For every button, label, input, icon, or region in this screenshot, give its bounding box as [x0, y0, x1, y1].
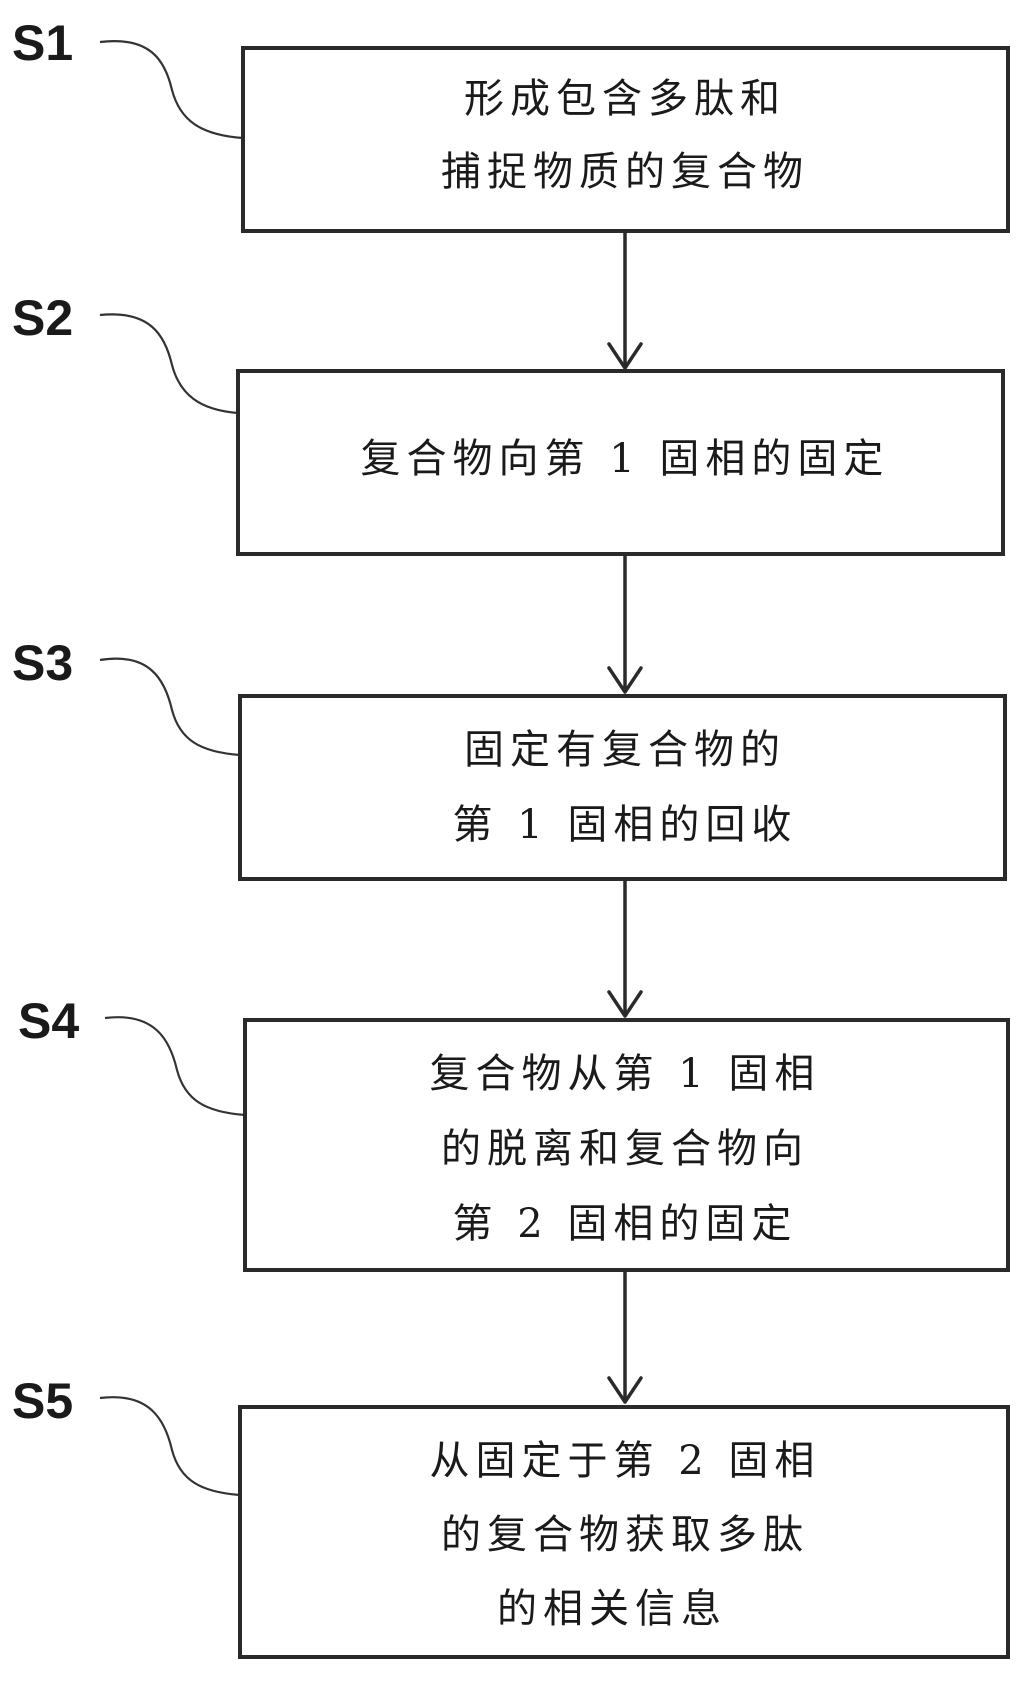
step-s5: S5 从固定于第 2 固相 的复合物获取多肽 的相关信息	[12, 1373, 1010, 1659]
step-s4: S4 复合物从第 1 固相 的脱离和复合物向 第 2 固相的固定	[18, 993, 1010, 1272]
arrow-s2-to-s3	[607, 554, 643, 694]
leader-line-s2	[99, 313, 239, 415]
arrow-s1-to-s2	[607, 231, 643, 370]
step-text-s4-line-1: 复合物从第 1 固相	[430, 1051, 821, 1097]
step-s2: S2 复合物向第 1 固相的固定	[12, 290, 1005, 556]
step-label-s4: S4	[18, 993, 79, 1049]
step-box-s1	[241, 46, 1010, 233]
step-box-s4	[243, 1018, 1010, 1272]
step-text-s4-line-2: 的脱离和复合物向	[441, 1126, 809, 1172]
step-text-s4-line-3: 第 2 固相的固定	[453, 1201, 798, 1247]
step-label-s2: S2	[12, 290, 73, 346]
leader-line-s1	[99, 39, 244, 140]
step-text-s5-line-2: 的复合物获取多肽	[441, 1512, 809, 1558]
arrow-s3-to-s4	[607, 879, 643, 1018]
step-text-s1-line-1: 形成包含多肽和	[464, 76, 786, 122]
arrow-s4-to-s5	[607, 1270, 643, 1404]
step-text-s3-line-1: 固定有复合物的	[464, 727, 786, 773]
step-box-s3	[238, 694, 1007, 881]
step-box-s5	[238, 1405, 1010, 1659]
leader-line-s3	[99, 657, 241, 757]
step-text-s5-line-1: 从固定于第 2 固相	[430, 1438, 821, 1484]
step-text-s1-line-2: 捕捉物质的复合物	[441, 149, 809, 195]
step-box-s2	[236, 369, 1005, 556]
step-text-s5-line-3: 的相关信息	[497, 1586, 727, 1632]
step-label-s3: S3	[12, 635, 73, 691]
step-s1: S1 形成包含多肽和 捕捉物质的复合物	[12, 15, 1010, 233]
step-s3: S3 固定有复合物的 第 1 固相的回收	[12, 635, 1007, 881]
leader-line-s5	[99, 1396, 241, 1497]
step-label-s5: S5	[12, 1373, 73, 1429]
step-label-s1: S1	[12, 15, 73, 71]
step-text-s3-line-2: 第 1 固相的回收	[453, 802, 798, 848]
leader-line-s4	[104, 1016, 246, 1117]
step-text-s2-line-1: 复合物向第 1 固相的固定	[361, 436, 890, 482]
